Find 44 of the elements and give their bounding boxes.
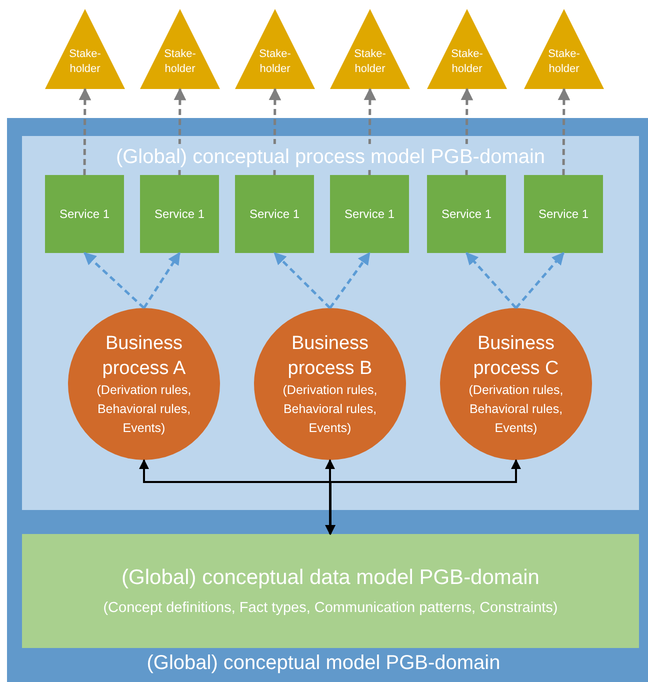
service-box bbox=[45, 175, 124, 253]
panel-title: (Global) conceptual process model PGB-domain bbox=[116, 144, 546, 170]
stakeholder-label: Stake- holder bbox=[547, 47, 581, 77]
stakeholder-label: Stake- holder bbox=[353, 47, 387, 77]
stakeholder-label: Stake- holder bbox=[258, 47, 292, 77]
process-description: (Derivation rules, Behavioral rules, Events) bbox=[468, 382, 564, 437]
arrow bbox=[268, 88, 282, 175]
service-label: Service 1 bbox=[59, 206, 110, 223]
arrow bbox=[460, 88, 474, 175]
arrow bbox=[364, 88, 376, 175]
data-model-box bbox=[22, 534, 639, 648]
arrow bbox=[328, 252, 371, 309]
service-box bbox=[330, 175, 409, 253]
service-label: Service 1 bbox=[344, 206, 395, 223]
process-description: (Derivation rules, Behavioral rules, Events) bbox=[282, 382, 378, 437]
service-box bbox=[427, 175, 506, 253]
stakeholder-label: Stake- holder bbox=[450, 47, 484, 77]
arrow bbox=[515, 252, 564, 309]
stakeholder-label: Stake- holder bbox=[163, 47, 197, 77]
process-model-panel bbox=[22, 136, 639, 510]
service-label: Service 1 bbox=[441, 206, 492, 223]
conceptual-model-panel bbox=[7, 118, 648, 682]
service-box bbox=[235, 175, 314, 253]
service-box bbox=[524, 175, 603, 253]
service-box bbox=[140, 175, 219, 253]
process-title: Business process B bbox=[286, 332, 374, 380]
arrow bbox=[78, 88, 92, 175]
arrow bbox=[274, 252, 331, 309]
process-title: Business process C bbox=[472, 332, 560, 380]
panel-title: (Global) conceptual model PGB-domain bbox=[146, 651, 500, 676]
arrow bbox=[84, 252, 145, 309]
service-label: Service 1 bbox=[154, 206, 205, 223]
arrow bbox=[142, 252, 181, 309]
arrow bbox=[325, 459, 335, 535]
process-description: (Derivation rules, Behavioral rules, Events) bbox=[96, 382, 192, 437]
data-model-description: (Concept definitions, Fact types, Communication patterns, Constraints) bbox=[103, 598, 558, 618]
service-label: Service 1 bbox=[249, 206, 300, 223]
arrow bbox=[466, 252, 517, 309]
data-model-title: (Global) conceptual data model PGB-domain bbox=[122, 565, 540, 592]
process-title: Business process A bbox=[101, 332, 187, 380]
service-label: Service 1 bbox=[538, 206, 589, 223]
arrow bbox=[174, 88, 186, 175]
arrow bbox=[558, 88, 570, 175]
stakeholder-label: Stake- holder bbox=[68, 47, 102, 77]
